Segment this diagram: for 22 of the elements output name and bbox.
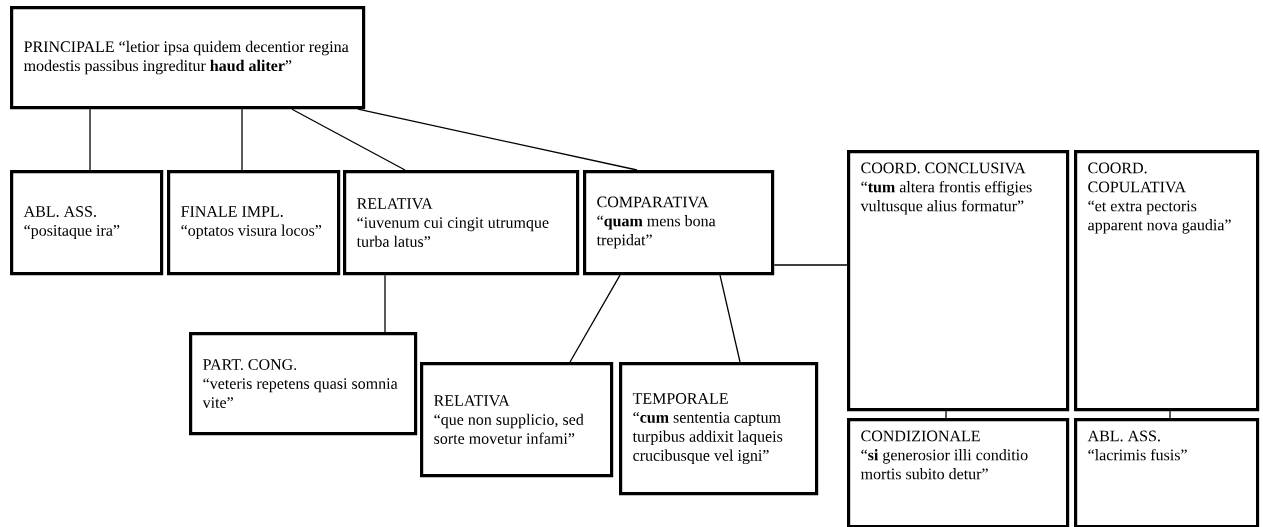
clause-box: PRINCIPALE “letior ipsa quidem decentior regina modestis passibus ingreditur haud aliter”	[10, 6, 366, 110]
clause-box: COORD. COPULATIVA “et extra pectoris apparent nova gaudia”	[1074, 150, 1260, 412]
clause-box: TEMPORALE “cum sententia captum turpibus addixit laqueis crucibusque vel igni”	[619, 362, 819, 496]
connector-line	[241, 108, 243, 171]
connector-line	[1169, 410, 1171, 419]
clause-box: ABL. ASS. “positaque ira”	[10, 170, 164, 276]
clause-box: RELATIVA “iuvenum cui cingit utrumque turba latus”	[343, 170, 580, 276]
clause-box: CONDIZIONALE “si generosior illi conditio mortis subito detur”	[847, 418, 1070, 527]
connector-line	[89, 108, 91, 171]
connector-line	[291, 108, 406, 171]
clause-box: RELATIVA “que non supplicio, sed sorte movetur infami”	[420, 362, 614, 478]
connector-line	[773, 264, 848, 266]
connector-line	[719, 274, 741, 363]
clause-box: FINALE IMPL. “optatos visura locos”	[167, 170, 341, 276]
clause-box: COMPARATIVA “quam mens bona trepidat”	[583, 170, 775, 276]
clause-box: PART. CONG. “veteris repetens quasi somnia vite”	[189, 332, 418, 436]
connector-line	[357, 108, 638, 171]
connector-line	[384, 274, 386, 333]
clause-box: COORD. CONCLUSIVA “tum altera frontis effigies vultusque alius formatur”	[847, 150, 1070, 412]
connector-line	[569, 274, 621, 363]
connector-line	[945, 410, 947, 419]
clause-box: ABL. ASS. “lacrimis fusis”	[1074, 418, 1260, 527]
